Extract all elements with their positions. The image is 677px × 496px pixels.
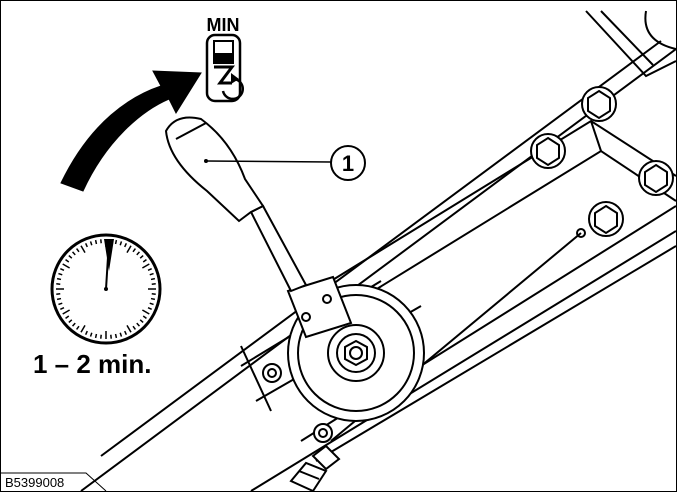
stopwatch-icon <box>52 235 160 343</box>
wrench-tool <box>166 118 351 338</box>
stopwatch-tick <box>96 334 97 338</box>
bolt <box>531 134 565 168</box>
bolt <box>639 161 673 195</box>
stopwatch-tick <box>116 334 117 338</box>
bolt <box>582 87 616 121</box>
min-pressure-setting-icon <box>207 35 243 101</box>
bolt <box>589 202 623 236</box>
plate-bolts <box>531 87 673 236</box>
stopwatch-tick <box>116 240 117 244</box>
duration-label: 1 – 2 min. <box>33 349 152 379</box>
stopwatch-tick <box>57 279 61 280</box>
stopwatch-tick <box>151 279 155 280</box>
stopwatch-tick <box>96 240 97 244</box>
callout-leader-line <box>206 161 331 162</box>
callout-leader-dot <box>204 159 208 163</box>
document-id: B5399008 <box>5 475 64 490</box>
stopwatch-tick <box>151 299 155 300</box>
callout-number: 1 <box>342 151 354 176</box>
stopwatch-tick <box>57 299 61 300</box>
min-label: MIN <box>207 15 240 35</box>
